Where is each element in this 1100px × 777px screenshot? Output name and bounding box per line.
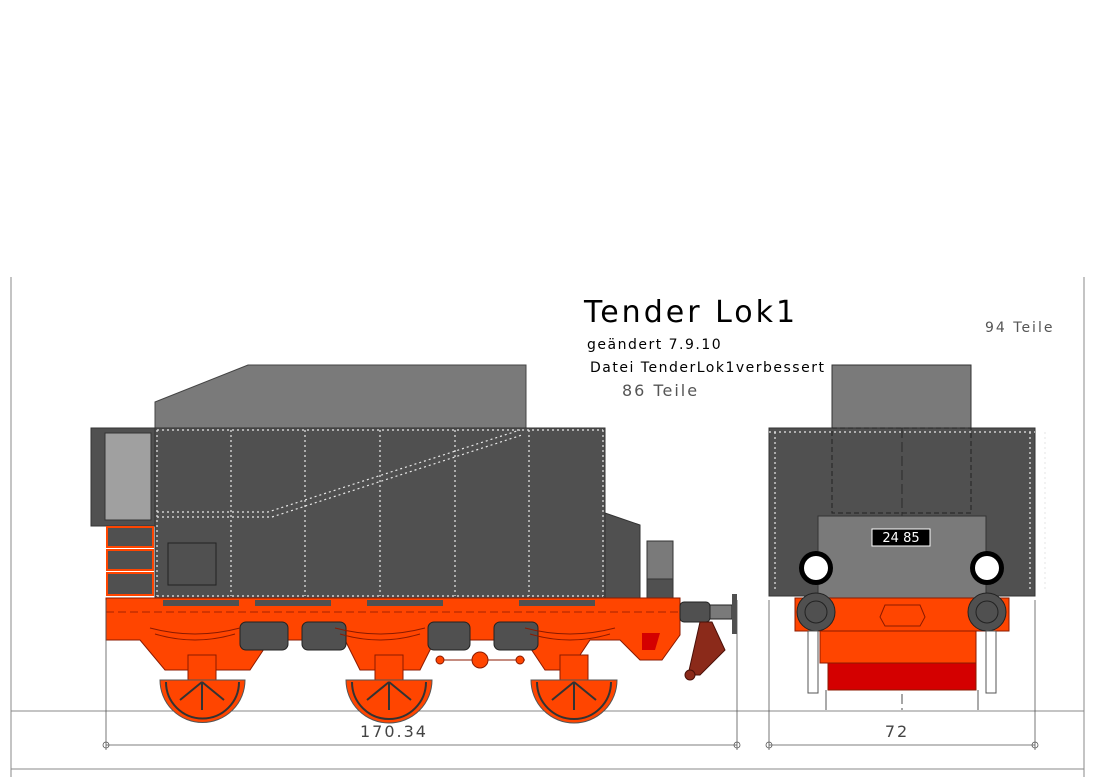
front-wheels [807, 630, 997, 710]
lamps [799, 551, 1004, 585]
tool-box-base [646, 578, 674, 600]
front-rear-beam [827, 662, 977, 691]
coupler [679, 594, 737, 681]
front-view: 24 85 [768, 364, 1046, 710]
width-dimension: 72 [885, 722, 909, 741]
front-slope [604, 512, 641, 599]
front-rivet-lines [769, 431, 1046, 592]
rear-steps [106, 526, 154, 596]
buffer-beam-accent [642, 633, 660, 650]
front-plate-panel [817, 515, 987, 599]
total-parts-count: 94 Teile [985, 320, 1054, 336]
side-view-parts-count: 86 Teile [622, 381, 699, 400]
tool-box [646, 540, 674, 580]
wheel-3 [530, 679, 618, 724]
dimension-lines [102, 600, 1039, 750]
water-tank-body [154, 427, 606, 599]
file-name: Datei TenderLok1verbessert [590, 360, 825, 376]
frame-slots [163, 600, 595, 606]
wheel-1 [159, 679, 246, 723]
coal-bunker [154, 364, 527, 429]
front-coal-bunker [831, 364, 972, 429]
brake-rigging [435, 651, 525, 669]
coupler-hook-outline [879, 604, 926, 627]
number-plate-text: 24 85 [882, 531, 919, 546]
length-dimension: 170.34 [360, 722, 428, 741]
side-view [90, 364, 737, 724]
wheel-2 [345, 679, 433, 724]
leaf-springs [149, 627, 616, 641]
number-plate [871, 528, 931, 547]
tank-hatch [167, 542, 217, 586]
buffers [796, 592, 1007, 632]
cab-window [104, 432, 152, 521]
wheels [159, 679, 618, 724]
drawing-title: Tender Lok1 [583, 295, 798, 330]
rivet-lines [156, 429, 604, 597]
front-lower-frame [819, 630, 977, 664]
change-date: geändert 7.9.10 [587, 337, 722, 353]
